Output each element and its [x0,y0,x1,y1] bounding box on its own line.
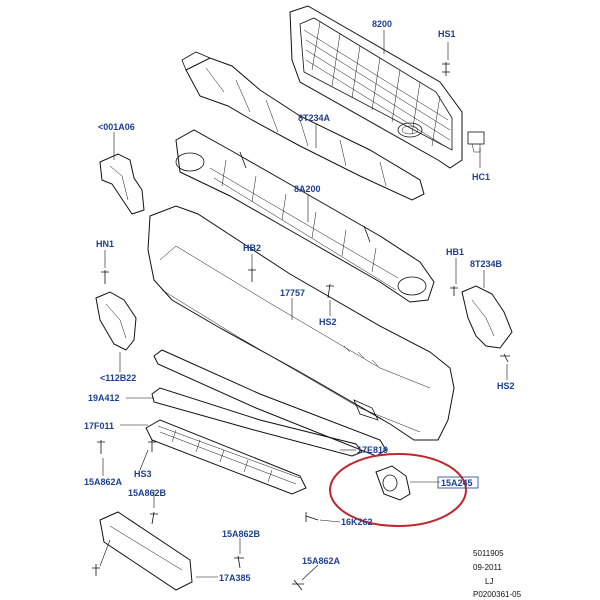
footer-date: 09-2011 [473,563,502,572]
label-hs1: HS1 [438,29,456,39]
label-lower-left: <112B22 [100,373,136,383]
label-spoiler-right: 17E810 [357,445,388,455]
fog-lamp-bezel [375,465,411,501]
label-lower-trim: 19A412 [88,393,120,403]
diagram-footer: 5011905 09-2011 LJ P0200361-05 [473,549,522,599]
footer-doc: P0200361-05 [473,590,522,599]
highlight-circle [329,453,467,527]
label-clip-a2: 15A862A [302,556,341,566]
label-bumper: 17757 [280,288,305,298]
label-beam: 8A200 [294,184,321,194]
label-spoiler: 17F011 [84,421,114,431]
bumper-beam [175,129,435,303]
footer-ref: 5011905 [473,549,504,558]
lower-mesh-grille [145,419,307,495]
hc1-clip [467,131,485,153]
lower-trim-panel [153,349,387,457]
label-hn1: HN1 [96,239,114,249]
label-hb2: HB2 [243,243,261,253]
label-stud: 16K262 [341,517,373,527]
leader-lines [99,30,508,581]
label-reinf-upper: 8T234A [298,113,331,123]
bumper-cover [147,205,455,441]
right-side-bracket [461,285,513,349]
bezel-callout-box [437,476,479,489]
label-bracket-left: <001A06 [98,122,135,132]
label-grille: 8200 [372,19,392,29]
callout-labels: 8200 HS1 8T234A HC1 <001A06 8A200 HN1 HB… [84,19,515,583]
label-hs2-right: HS2 [497,381,515,391]
upper-reinforcement [181,51,425,201]
left-upper-bracket [99,153,145,215]
label-hs3: HS3 [134,469,152,479]
label-clip-b: 15A862B [128,488,167,498]
label-bezel: 15A245 [441,478,473,488]
label-clip-a: 15A862A [84,477,123,487]
label-hb1: HB1 [446,247,464,257]
label-hc1: HC1 [472,172,490,182]
fasteners [92,62,510,591]
grille [289,5,463,169]
license-plate-bracket [99,511,193,591]
label-bracket-right: 8T234B [470,259,503,269]
lower-left-bracket [95,291,137,351]
lower-spoiler [151,387,363,457]
label-plate: 17A385 [219,573,251,583]
footer-code: LJ [485,577,493,586]
label-clip-b2: 15A862B [222,529,261,539]
label-hs2-center: HS2 [319,317,337,327]
